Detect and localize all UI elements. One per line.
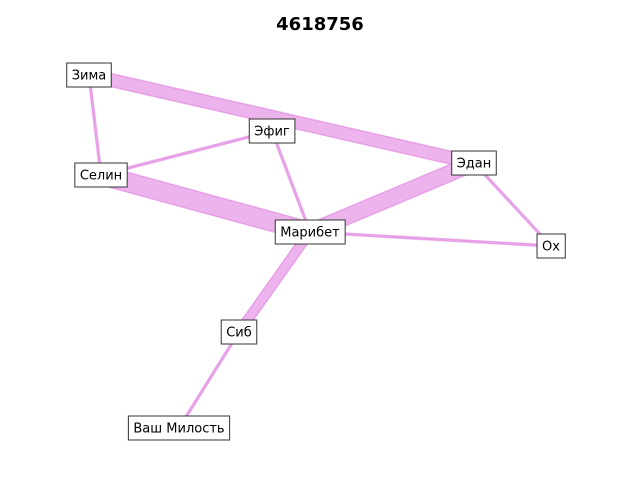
node-box bbox=[248, 118, 296, 144]
node-label: Эфиг bbox=[254, 125, 290, 140]
node-vash: Ваш Милость bbox=[127, 415, 231, 441]
node-label: Ох bbox=[542, 240, 560, 255]
node-box bbox=[536, 233, 566, 259]
node-box bbox=[74, 162, 128, 188]
node-box bbox=[274, 219, 346, 245]
edges-layer bbox=[86, 68, 553, 430]
node-label: Эдан bbox=[457, 157, 492, 172]
node-label: Зима bbox=[72, 69, 107, 84]
node-box bbox=[66, 62, 112, 88]
node-label: Марибет bbox=[280, 226, 340, 241]
node-efig: Эфиг bbox=[248, 118, 296, 144]
node-box bbox=[451, 150, 497, 176]
edge-sib-vash bbox=[177, 330, 241, 430]
node-label: Сиб bbox=[226, 326, 252, 341]
node-selin: Селин bbox=[74, 162, 128, 188]
node-label: Ваш Милость bbox=[133, 422, 224, 437]
graph-title: 4618756 bbox=[276, 14, 364, 35]
edge-zima-selin bbox=[87, 74, 103, 176]
node-edan: Эдан bbox=[451, 150, 497, 176]
node-box bbox=[220, 319, 258, 345]
edge-maribet-sib bbox=[234, 228, 315, 336]
node-zima: Зима bbox=[66, 62, 112, 88]
node-label: Селин bbox=[80, 169, 122, 184]
node-maribet: Марибет bbox=[274, 219, 346, 245]
edge-maribet-oh bbox=[309, 230, 552, 248]
node-sib: Сиб bbox=[220, 319, 258, 345]
node-oh: Ох bbox=[536, 233, 566, 259]
node-box bbox=[127, 415, 231, 441]
